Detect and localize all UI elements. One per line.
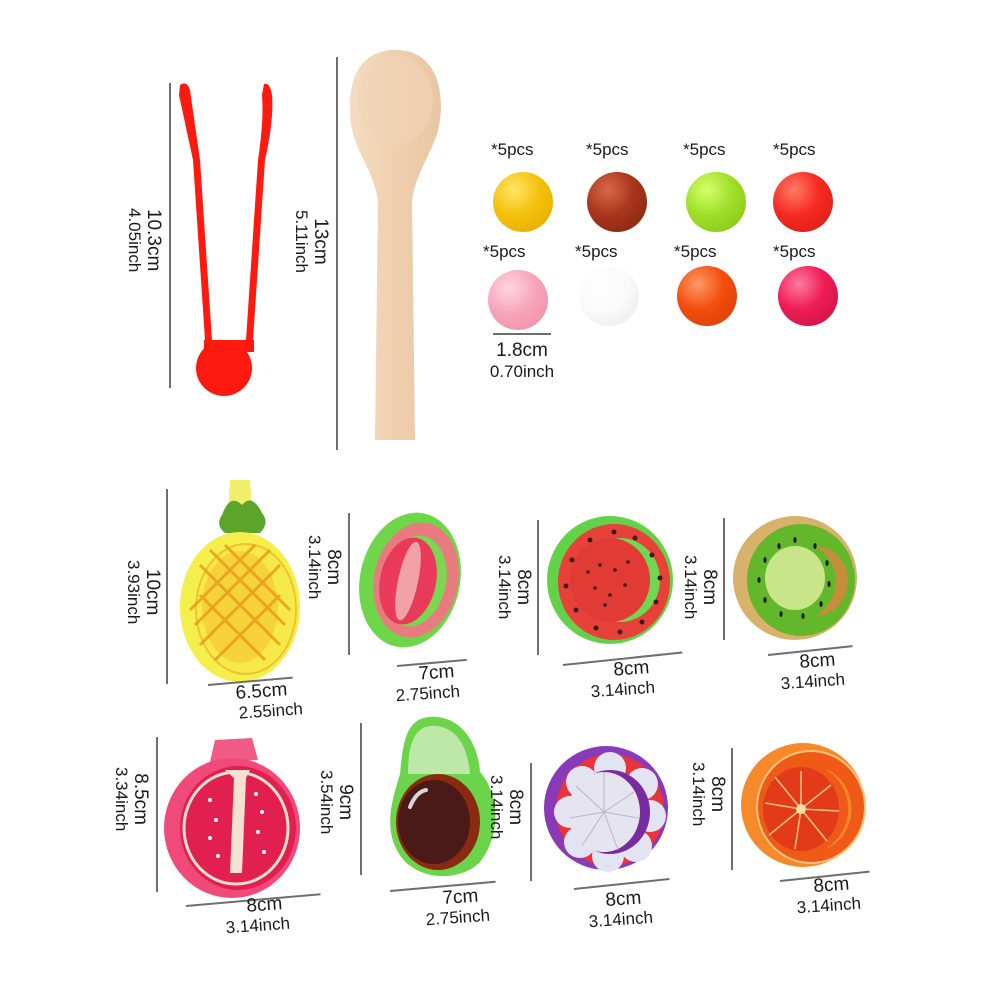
- ball-magenta: [778, 266, 838, 326]
- spoon-dimension-line: [336, 57, 338, 450]
- ball-diameter-cm: 1.8cm: [496, 340, 548, 361]
- ball-dimension-label: 1.8cm 0.70inch: [478, 340, 566, 381]
- orange-image: [741, 743, 866, 867]
- pineapple-depth-label: 8cm 3.14inch: [305, 535, 344, 600]
- pomegranate-image: [164, 738, 300, 898]
- kiwi-width-label: 8cm 3.14inch: [779, 649, 846, 694]
- pineapple-height-cm: 10cm: [142, 568, 163, 616]
- ball-qty-label: *5pcs: [483, 242, 526, 261]
- avocado-width-inch: 2.75inch: [425, 905, 491, 930]
- watermelon-height-inch: 3.14inch: [681, 555, 701, 620]
- avocado-height-label: 9cm 3.54inch: [317, 770, 356, 835]
- ball-pink: [488, 270, 548, 330]
- avocado-depth-cm: 8cm: [505, 789, 526, 826]
- tongs-dimension-line: [169, 83, 171, 388]
- guava-height-line: [537, 520, 539, 655]
- avocado-image: [390, 716, 496, 877]
- kiwi-image: [733, 516, 857, 640]
- watermelon-height-label: 8cm 3.14inch: [681, 555, 720, 620]
- orange-height-label: 8cm 3.14inch: [689, 762, 728, 827]
- mangosteen-image: [544, 746, 668, 872]
- ball-diameter-inch: 0.70inch: [489, 361, 555, 381]
- pineapple-height-line: [166, 489, 168, 684]
- pineapple-image: [180, 480, 300, 682]
- orange-height-inch: 3.14inch: [689, 762, 709, 827]
- pineapple-depth-cm: 8cm: [323, 549, 344, 586]
- ball-yellow: [493, 172, 553, 232]
- watermelon-width-inch: 3.14inch: [590, 677, 656, 702]
- orange-width-label: 8cm 3.14inch: [795, 874, 862, 918]
- ball-qty-label: *5pcs: [674, 242, 717, 261]
- pineapple-depth-line: [348, 513, 350, 655]
- watermelon-height-cm: 8cm: [699, 569, 720, 606]
- ball-red: [773, 172, 833, 232]
- watermelon-width-label: 8cm 3.14inch: [589, 657, 656, 702]
- guava-width-label: 7cm 2.75inch: [394, 661, 461, 706]
- pomegranate-height-cm: 8.5cm: [130, 773, 151, 826]
- pomegranate-height-line: [156, 737, 158, 892]
- pineapple-depth-inch: 3.14inch: [305, 535, 325, 600]
- orange-width-inch: 3.14inch: [796, 893, 862, 918]
- ball-orange: [677, 266, 737, 326]
- pomegranate-height-label: 8.5cm 3.34inch: [112, 767, 151, 832]
- watermelon-image: [547, 516, 673, 644]
- guava-height-inch: 3.14inch: [495, 555, 515, 620]
- watermelon-height-line: [723, 518, 725, 640]
- tongs-image: [179, 83, 273, 396]
- ball-qty-label: *5pcs: [773, 140, 816, 159]
- avocado-width-label: 7cm 2.75inch: [424, 886, 491, 930]
- guava-image: [359, 512, 461, 648]
- avocado-depth-line: [530, 763, 532, 881]
- pineapple-width-label: 6.5cm 2.55inch: [221, 679, 304, 724]
- guava-height-cm: 8cm: [513, 569, 534, 606]
- orange-height-line: [731, 748, 733, 870]
- ball-lime-green: [686, 172, 746, 232]
- ball-qty-label: *5pcs: [683, 140, 726, 159]
- pineapple-width-inch: 2.55inch: [238, 699, 304, 723]
- avocado-depth-label: 8cm 3.14inch: [487, 775, 526, 840]
- ball-white: [579, 266, 639, 326]
- ball-dimension-line: [493, 333, 551, 335]
- ball-brown: [587, 172, 647, 232]
- ball-qty-label: *5pcs: [773, 242, 816, 261]
- pineapple-height-inch: 3.93inch: [124, 560, 144, 625]
- spoon-image: [349, 49, 441, 440]
- ball-qty-label: *5pcs: [575, 242, 618, 261]
- avocado-height-line: [360, 723, 362, 875]
- orange-height-cm: 8cm: [707, 776, 728, 813]
- kiwi-width-inch: 3.14inch: [780, 669, 846, 694]
- avocado-depth-inch: 3.14inch: [487, 775, 507, 840]
- guava-height-label: 8cm 3.14inch: [495, 555, 534, 620]
- ball-qty-label: *5pcs: [491, 140, 534, 159]
- mangosteen-width-inch: 3.14inch: [588, 907, 654, 932]
- pomegranate-height-inch: 3.34inch: [112, 767, 132, 832]
- avocado-height-inch: 3.54inch: [317, 770, 337, 835]
- pomegranate-width-label: 8cm 3.14inch: [224, 893, 291, 938]
- pomegranate-width-inch: 3.14inch: [225, 913, 291, 938]
- guava-width-inch: 2.75inch: [395, 681, 461, 706]
- pineapple-height-label: 10cm 3.93inch: [124, 560, 163, 625]
- ball-qty-label: *5pcs: [586, 140, 629, 159]
- mangosteen-width-label: 8cm 3.14inch: [587, 888, 654, 932]
- avocado-height-cm: 9cm: [335, 784, 356, 821]
